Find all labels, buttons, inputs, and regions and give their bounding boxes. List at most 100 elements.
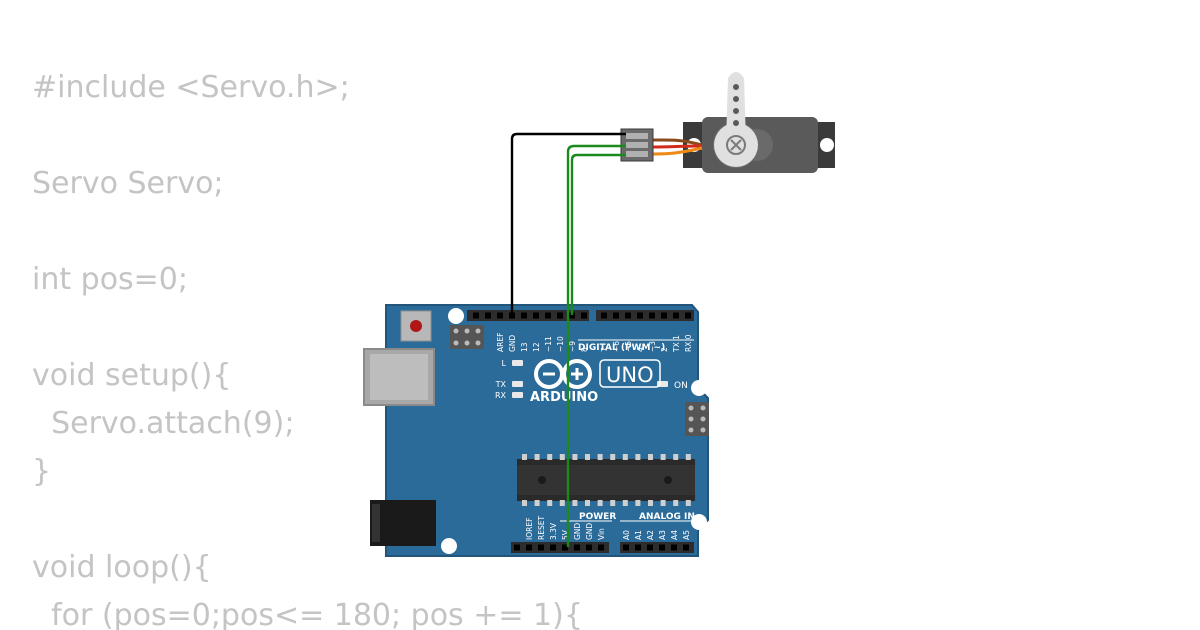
servo-motor[interactable] (620, 72, 835, 173)
header-socket[interactable] (601, 312, 607, 319)
chip-leg (660, 500, 666, 506)
top-pin-label: 2 (660, 347, 669, 352)
header-socket[interactable] (635, 544, 641, 551)
header-socket[interactable] (526, 544, 532, 551)
chip-leg (685, 500, 691, 506)
chip-leg (622, 500, 628, 506)
top-pin-label: 12 (532, 342, 541, 352)
header-socket[interactable] (521, 312, 527, 319)
led-l (512, 360, 523, 366)
chip-leg (522, 500, 527, 506)
servo-lead-brown (652, 138, 703, 147)
chip-leg (534, 500, 540, 506)
top-pin-label: 4 (636, 347, 645, 352)
code-editor[interactable]: #include <Servo.h>; Servo Servo; int pos=0… (32, 64, 632, 630)
header-socket[interactable] (598, 544, 604, 551)
mounting-hole (691, 514, 707, 530)
bottom-pin-label: 5V (561, 529, 570, 540)
header-socket[interactable] (613, 312, 619, 319)
header-socket[interactable] (661, 312, 667, 319)
header-socket[interactable] (659, 544, 665, 551)
mounting-hole (448, 308, 464, 324)
chip-leg (585, 454, 590, 460)
header-socket[interactable] (683, 544, 689, 551)
header-socket[interactable] (586, 544, 592, 551)
bottom-pin-label: Vin (597, 528, 606, 540)
led-rx-label: RX (495, 391, 507, 400)
bottom-pin-label: A1 (634, 530, 643, 540)
header-socket[interactable] (581, 312, 587, 319)
header-socket[interactable] (569, 312, 575, 319)
chip-leg (547, 454, 553, 460)
bottom-pin-label: GND (585, 523, 594, 540)
chip-leg (547, 500, 553, 506)
header-socket[interactable] (533, 312, 539, 319)
mounting-hole (441, 538, 457, 554)
chip-leg (559, 454, 565, 460)
header-socket[interactable] (671, 544, 677, 551)
ground-wire[interactable] (510, 132, 626, 315)
analog-header (620, 542, 694, 553)
chip-leg (660, 454, 666, 460)
digital-header-right (596, 310, 694, 321)
mounting-hole (691, 380, 707, 396)
code-line[interactable]: Servo Servo; (32, 166, 224, 201)
chip-leg (572, 454, 578, 460)
code-line[interactable]: #include <Servo.h>; (32, 70, 350, 105)
signal-wire[interactable] (570, 153, 626, 315)
header-socket[interactable] (647, 544, 653, 551)
chip-leg (610, 454, 616, 460)
bottom-pin-label: RESET (537, 516, 546, 540)
code-line[interactable]: int pos=0; (32, 262, 189, 297)
uno-badge (599, 359, 661, 388)
header-socket[interactable] (673, 312, 679, 319)
top-pin-label: ~11 (544, 336, 553, 352)
header-socket[interactable] (562, 544, 568, 551)
header-socket[interactable] (574, 544, 580, 551)
header-socket[interactable] (623, 544, 629, 551)
bottom-pin-label: A4 (670, 530, 679, 540)
header-socket[interactable] (557, 312, 563, 319)
header-socket[interactable] (637, 312, 643, 319)
icsp-header-side (685, 402, 709, 436)
chip-leg (610, 500, 616, 506)
top-pin-label: ~6 (612, 341, 621, 352)
header-socket[interactable] (538, 544, 544, 551)
header-socket[interactable] (485, 312, 491, 319)
header-socket[interactable] (497, 312, 503, 319)
chip-leg (522, 454, 527, 460)
code-line[interactable]: void setup(){ (32, 358, 232, 393)
code-line[interactable]: void loop(){ (32, 550, 212, 585)
code-line[interactable]: for (pos=0;pos<= 180; pos += 1){ (32, 598, 583, 630)
header-socket[interactable] (550, 544, 556, 551)
top-pin-label: ~10 (556, 336, 565, 352)
top-pin-label: ~5 (624, 341, 633, 352)
chip-leg (585, 500, 590, 506)
top-pin-label: ~9 (568, 341, 577, 352)
power-jack (370, 500, 436, 546)
power-header (511, 542, 609, 553)
bottom-pin-label: GND (573, 523, 582, 540)
digital-header-left (467, 310, 589, 321)
top-pin-label: 7 (600, 347, 609, 352)
top-pin-label: AREF (496, 333, 505, 352)
header-socket[interactable] (514, 544, 520, 551)
power-wire[interactable] (566, 144, 626, 547)
top-pin-label: RX 0 (684, 334, 693, 352)
header-socket[interactable] (545, 312, 551, 319)
chip-leg (648, 500, 653, 506)
header-socket[interactable] (473, 312, 479, 319)
header-socket[interactable] (685, 312, 691, 319)
chip-leg (648, 454, 653, 460)
digital-pwm-label: DIGITAL (PWM ~) (578, 343, 665, 353)
header-socket[interactable] (509, 312, 515, 319)
led-rx (512, 392, 523, 398)
header-socket[interactable] (649, 312, 655, 319)
header-socket[interactable] (625, 312, 631, 319)
code-line[interactable]: Servo.attach(9); (32, 406, 295, 441)
chip-leg (597, 454, 603, 460)
atmega-chip (517, 459, 695, 501)
code-line[interactable]: } (32, 454, 52, 489)
